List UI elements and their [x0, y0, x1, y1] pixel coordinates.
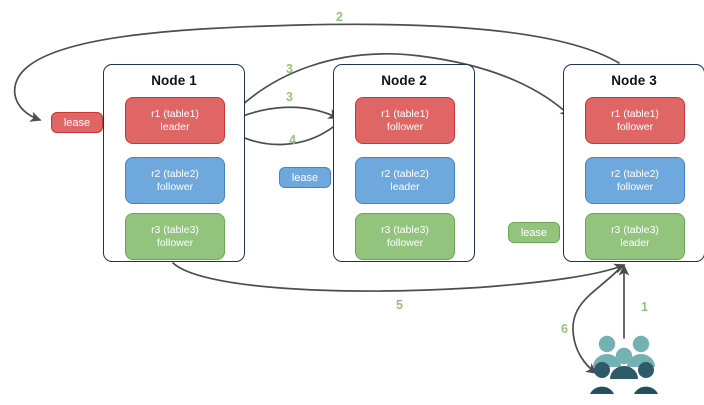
arrow-step-6 — [572, 265, 623, 374]
replica-name: r3 (table3) — [151, 223, 199, 236]
arrow-step-5 — [172, 262, 626, 292]
replica-node3-r2[interactable]: r2 (table2) follower — [585, 157, 685, 204]
replica-role: follower — [156, 236, 194, 249]
replica-name: r3 (table3) — [381, 223, 429, 236]
replica-node3-r3[interactable]: r3 (table3) leader — [585, 213, 685, 260]
replica-name: r3 (table3) — [611, 223, 659, 236]
replica-node1-r3[interactable]: r3 (table3) follower — [125, 213, 225, 260]
sequence-label-1: 1 — [641, 300, 648, 314]
replica-role: leader — [620, 236, 650, 249]
lease-badge-green[interactable]: lease — [508, 222, 560, 243]
replica-node3-r1[interactable]: r1 (table1) follower — [585, 97, 685, 144]
replica-node2-r1[interactable]: r1 (table1) follower — [355, 97, 455, 144]
users-icon — [590, 335, 658, 394]
sequence-label-6: 6 — [561, 322, 568, 336]
replica-node1-r1[interactable]: r1 (table1) leader — [125, 97, 225, 144]
replica-role: follower — [156, 180, 194, 193]
replica-node1-r2[interactable]: r2 (table2) follower — [125, 157, 225, 204]
arrow-step-4 — [228, 123, 338, 146]
sequence-label-3b: 3 — [286, 90, 293, 104]
node-container-node1[interactable]: Node 1 r1 (table1) leader r2 (table2) fo… — [103, 64, 245, 262]
replica-role: follower — [386, 236, 424, 249]
node-title: Node 3 — [611, 73, 657, 88]
sequence-label-3a: 3 — [286, 62, 293, 76]
sequence-label-2: 2 — [336, 10, 343, 24]
replica-node2-r2[interactable]: r2 (table2) leader — [355, 157, 455, 204]
replica-name: r1 (table1) — [611, 107, 659, 120]
replica-name: r2 (table2) — [151, 167, 199, 180]
replica-name: r1 (table1) — [381, 107, 429, 120]
sequence-label-4: 4 — [289, 133, 296, 147]
lease-badge-blue[interactable]: lease — [279, 167, 331, 188]
replica-name: r2 (table2) — [381, 167, 429, 180]
arrow-step-2 — [13, 23, 620, 122]
node-title: Node 1 — [151, 73, 197, 88]
replica-name: r2 (table2) — [611, 167, 659, 180]
replica-role: follower — [616, 120, 654, 133]
node-title: Node 2 — [381, 73, 427, 88]
replica-role: follower — [616, 180, 654, 193]
replica-node2-r3[interactable]: r3 (table3) follower — [355, 213, 455, 260]
node-container-node2[interactable]: Node 2 r1 (table1) follower r2 (table2) … — [333, 64, 475, 262]
arrow-step-3-to-node3 — [225, 53, 572, 122]
sequence-label-5: 5 — [396, 298, 403, 312]
lease-badge-red[interactable]: lease — [51, 112, 103, 133]
replica-role: leader — [160, 120, 190, 133]
replica-role: follower — [386, 120, 424, 133]
replica-role: leader — [390, 180, 420, 193]
replica-name: r1 (table1) — [151, 107, 199, 120]
node-container-node3[interactable]: Node 3 r1 (table1) follower r2 (table2) … — [563, 64, 704, 262]
